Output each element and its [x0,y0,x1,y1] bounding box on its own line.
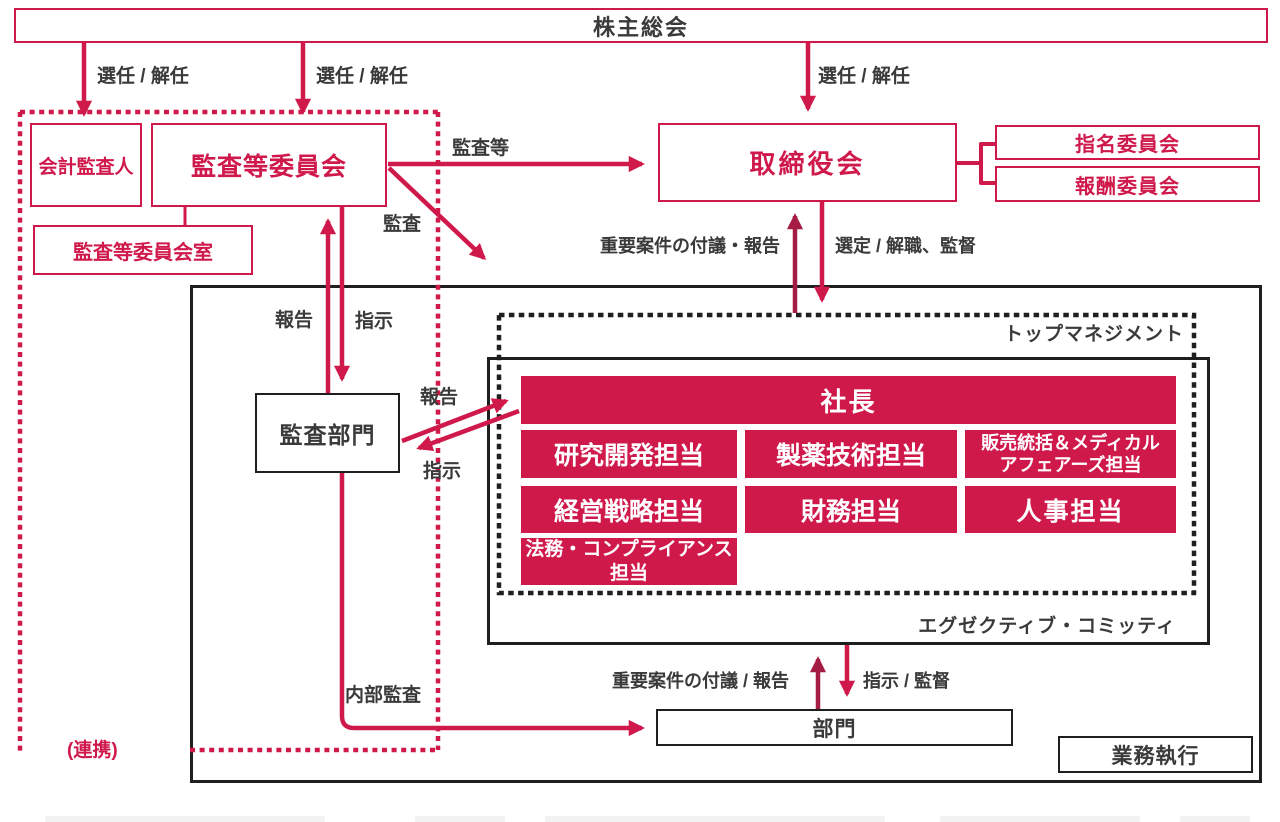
label-election-dismissal-1: 選任 / 解任 [97,66,189,87]
node-audit-division-label: 監査部門 [279,422,376,448]
node-accounting-auditor: 会計監査人 [30,123,142,207]
node-board-label: 取締役会 [749,149,866,179]
node-shareholders: 株主総会 [14,8,1268,43]
cropped-caption-remnant [415,816,505,822]
node-rnd: 研究開発担当 [521,430,737,478]
node-strategy-label: 経営戦略担当 [553,497,704,526]
label-important-matters-board: 重要案件の付議・報告 [600,236,780,256]
label-instruct-supervise: 指示 / 監督 [863,671,951,691]
label-audit-etc: 監査等 [452,138,510,159]
node-rnd-label: 研究開発担当 [553,442,704,470]
label-election-dismissal-2: 選任 / 解任 [316,66,408,87]
label-instruct-from-president: 指示 [423,461,462,482]
node-sales-medical-label: 販売統括＆メディカル アフェアーズ担当 [981,432,1160,476]
node-departments: 部門 [656,709,1013,746]
node-business-execution-label: 業務執行 [1111,744,1200,768]
node-strategy: 経営戦略担当 [521,486,737,533]
node-audit-committee: 監査等委員会 [151,123,387,207]
node-audit-division: 監査部門 [255,393,400,473]
node-president-label: 社長 [820,386,877,417]
node-departments-label: 部門 [812,717,857,741]
label-report-up: 報告 [275,310,314,331]
node-hr: 人事担当 [965,486,1176,533]
business-execution-frame [190,285,1262,783]
node-pharma-tech: 製薬技術担当 [745,430,957,478]
cropped-caption-remnant [940,816,1140,822]
node-president: 社長 [521,376,1176,424]
label-cooperation: (連携) [67,740,118,761]
edge-audit-committee-audit-diagonal [387,166,487,261]
node-board: 取締役会 [658,123,957,202]
node-compensation-committee: 報酬委員会 [995,166,1260,202]
node-audit-committee-office: 監査等委員会室 [33,225,253,275]
node-business-execution: 業務執行 [1058,736,1253,773]
node-legal: 法務・コンプライアンス 担当 [521,538,737,585]
node-pharma-tech-label: 製薬技術担当 [775,442,926,470]
node-accounting-auditor-label: 会計監査人 [38,156,134,178]
node-nomination-committee: 指名委員会 [995,125,1260,160]
cropped-caption-remnant [545,816,885,822]
node-sales-medical: 販売統括＆メディカル アフェアーズ担当 [965,430,1176,478]
label-appointment-supervision: 選定 / 解職、監督 [835,236,977,256]
node-hr-label: 人事担当 [1016,497,1125,526]
node-nomination-committee-label: 指名委員会 [1075,134,1180,156]
cropped-caption-remnant [1180,816,1250,822]
node-shareholders-label: 株主総会 [592,14,689,40]
cropped-caption-remnant [45,816,325,822]
node-audit-committee-label: 監査等委員会 [190,153,347,181]
label-internal-audit: 内部監査 [345,685,422,706]
node-finance: 財務担当 [745,486,957,533]
node-legal-label: 法務・コンプライアンス 担当 [525,538,733,584]
label-important-matters-exec: 重要案件の付議 / 報告 [612,671,790,691]
edge-board-to-committees-bracket [957,142,996,185]
label-report-to-president: 報告 [420,387,459,408]
node-audit-committee-office-label: 監査等委員会室 [73,241,213,264]
label-audit: 監査 [383,214,422,235]
node-compensation-committee-label: 報酬委員会 [1075,175,1180,198]
node-finance-label: 財務担当 [800,497,901,526]
caption-executive-committee: エグゼクティブ・コミッティ [918,616,1176,637]
label-election-dismissal-3: 選任 / 解任 [818,66,910,87]
caption-top-management: トップマネジメント [1003,324,1184,345]
label-instruct-down: 指示 [355,311,394,332]
